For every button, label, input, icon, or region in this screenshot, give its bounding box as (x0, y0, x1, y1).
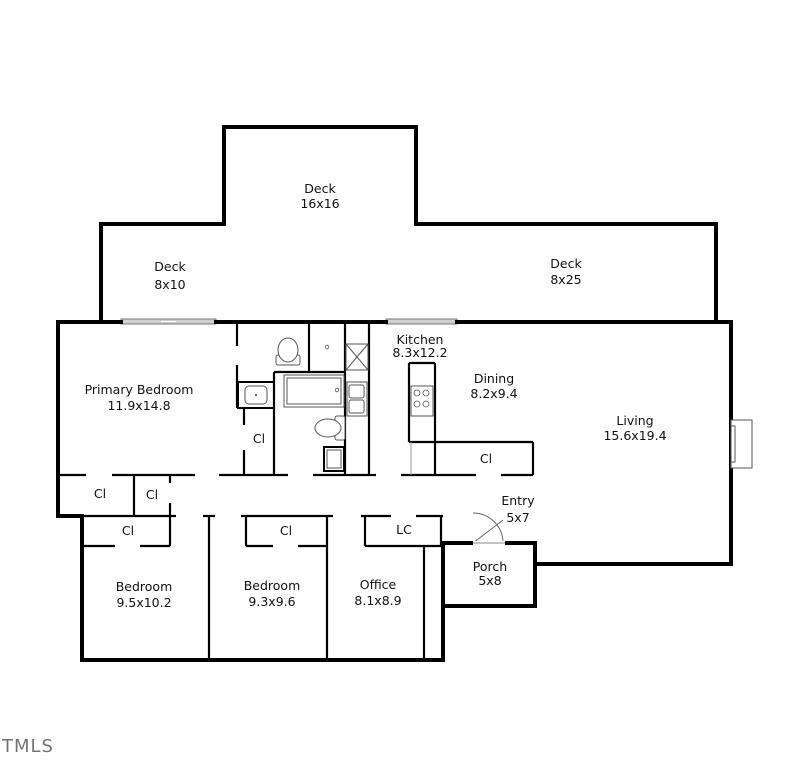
bedroom-2-name: Bedroom (244, 578, 301, 593)
bedroom-1-size: 9.5x10.2 (116, 595, 171, 610)
sliding-door-kitchen (385, 318, 458, 325)
watermark: TMLS (2, 736, 54, 757)
primary-bedroom-name: Primary Bedroom (85, 382, 194, 397)
dining-name: Dining (474, 371, 514, 386)
kitchen-name: Kitchen (397, 332, 444, 347)
bedroom-1-name: Bedroom (116, 579, 173, 594)
sliding-door-primary (120, 318, 217, 325)
bath-fixtures (244, 337, 434, 472)
office-size: 8.1x8.9 (354, 593, 401, 608)
living-size: 15.6x19.4 (603, 428, 666, 443)
linen-closet-label: LC (396, 522, 412, 537)
deck-center-size: 16x16 (300, 196, 339, 211)
deck-left-size: 8x10 (154, 277, 185, 292)
porch-size: 5x8 (478, 573, 501, 588)
primary-closet-label: Cl (253, 431, 265, 446)
kitchen-size: 8.3x12.2 (392, 345, 447, 360)
room-labels: Deck 16x16 Deck 8x10 Deck 8x25 Primary B… (85, 181, 667, 610)
porch-name: Porch (473, 559, 507, 574)
fireplace (730, 419, 753, 469)
dining-size: 8.2x9.4 (470, 386, 517, 401)
office-name: Office (360, 577, 397, 592)
entry-size: 5x7 (506, 510, 529, 525)
deck-right-size: 8x25 (550, 272, 581, 287)
bedroom-2-size: 9.3x9.6 (248, 594, 295, 609)
deck-left-name: Deck (154, 259, 186, 274)
dining-closet-label: Cl (480, 451, 492, 466)
deck-right-name: Deck (550, 256, 582, 271)
deck-outline (99, 125, 718, 324)
deck-center-name: Deck (304, 181, 336, 196)
bedroom1-closet-label: Cl (122, 523, 134, 538)
hall-closet-left-label: Cl (94, 486, 106, 501)
entry-door (472, 512, 505, 545)
living-name: Living (616, 413, 653, 428)
primary-bedroom-size: 11.9x14.8 (107, 398, 170, 413)
entry-name: Entry (501, 493, 535, 508)
bedroom2-closet-label: Cl (280, 523, 292, 538)
hall-closet-right-label: Cl (146, 487, 158, 502)
